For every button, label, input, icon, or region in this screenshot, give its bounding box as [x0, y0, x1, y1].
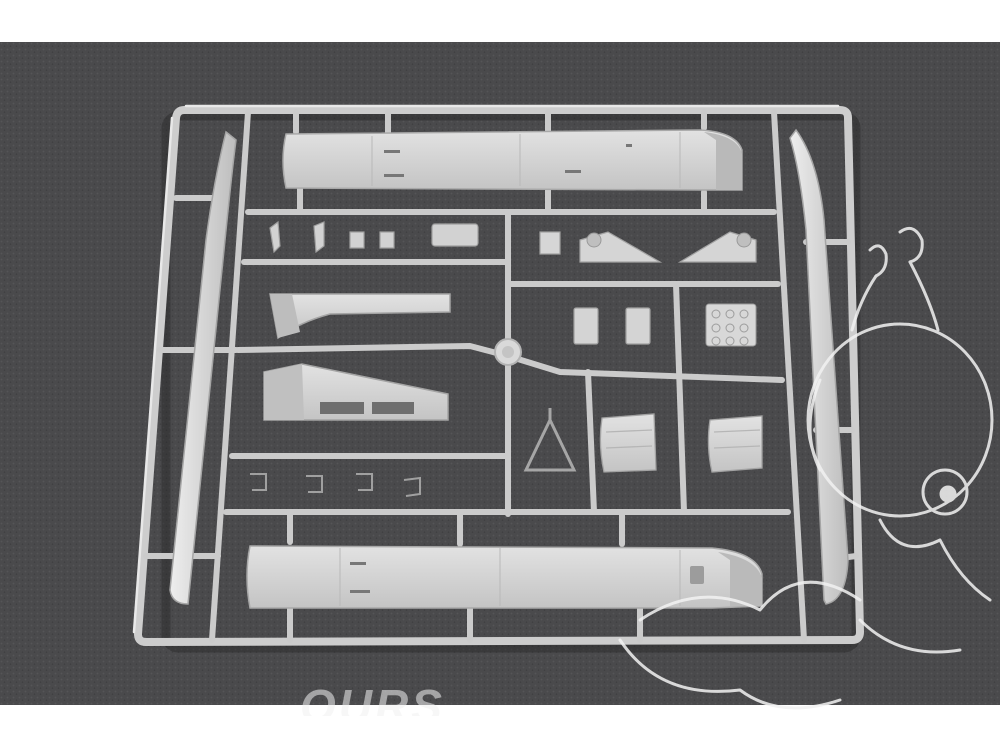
- part-side-left: [169, 130, 237, 605]
- sprue-hub: [494, 338, 522, 366]
- part-wedge-upper: [269, 293, 451, 340]
- part-curved-panels: [599, 413, 763, 473]
- small-parts-lower: [250, 473, 421, 497]
- bee-mascot-icon: [618, 226, 994, 710]
- part-grid-assembly: [705, 303, 757, 347]
- watermark-text: OURS MODEL: [300, 680, 445, 716]
- small-parts-upper: [269, 220, 479, 254]
- sprue-frame: [134, 106, 864, 646]
- part-triangle-right: [677, 231, 757, 263]
- part-small-block: [539, 231, 561, 255]
- part-bottom-long: [246, 545, 763, 609]
- part-wedge-lower: [263, 363, 449, 421]
- sprue-frame-highlight: [132, 104, 840, 634]
- part-triangle-left: [579, 231, 663, 263]
- part-tripod: [523, 408, 577, 472]
- part-top-long: [282, 129, 743, 191]
- part-brackets: [573, 307, 651, 345]
